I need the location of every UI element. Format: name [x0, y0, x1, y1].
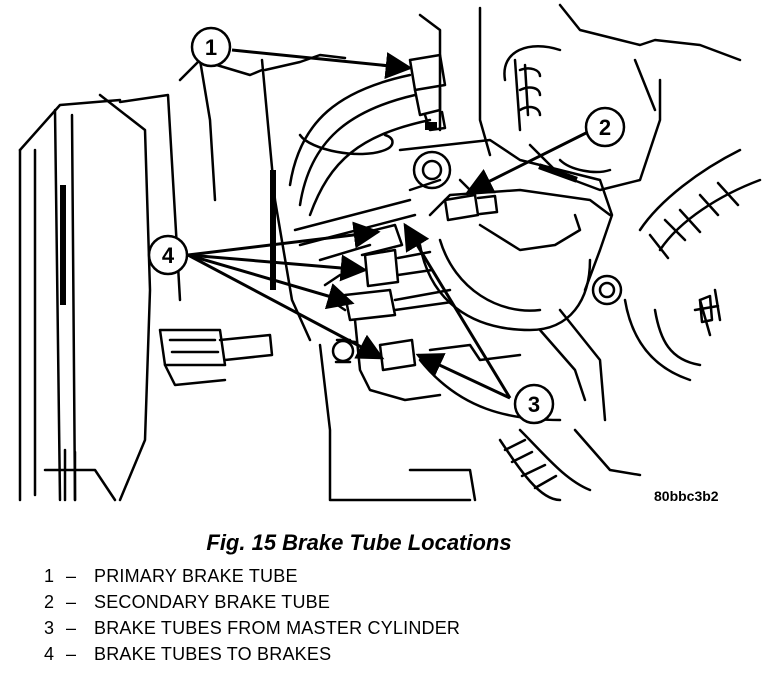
callout-1-number: 1	[205, 35, 217, 60]
legend-item: 3–BRAKE TUBES FROM MASTER CYLINDER	[44, 618, 460, 644]
legend-item: 1–PRIMARY BRAKE TUBE	[44, 566, 460, 592]
callout-3: 3	[513, 383, 555, 425]
legend: 1–PRIMARY BRAKE TUBE 2–SECONDARY BRAKE T…	[44, 566, 460, 670]
figure-title: Fig. 15 Brake Tube Locations	[206, 530, 512, 555]
legend-text: PRIMARY BRAKE TUBE	[94, 566, 298, 586]
legend-dash: –	[66, 644, 77, 664]
legend-number: 1	[44, 566, 55, 586]
callout-1: 1	[190, 26, 232, 68]
image-code: 80bbc3b2	[654, 488, 719, 504]
callout-2: 2	[584, 106, 626, 148]
legend-text: SECONDARY BRAKE TUBE	[94, 592, 331, 612]
legend-dash: –	[66, 592, 77, 612]
legend-number: 4	[44, 644, 55, 664]
legend-number: 3	[44, 618, 55, 638]
figure-caption: Fig. 15 Brake Tube Locations	[0, 530, 768, 556]
brake-tube-illustration: 1 2 3 4	[18, 3, 762, 502]
callout-3-number: 3	[528, 392, 540, 417]
legend-item: 4–BRAKE TUBES TO BRAKES	[44, 644, 460, 670]
legend-item: 2–SECONDARY BRAKE TUBE	[44, 592, 460, 618]
legend-dash: –	[66, 618, 77, 638]
legend-text: BRAKE TUBES FROM MASTER CYLINDER	[94, 618, 461, 638]
legend-text: BRAKE TUBES TO BRAKES	[94, 644, 332, 664]
callout-4-number: 4	[162, 243, 175, 268]
legend-number: 2	[44, 592, 55, 612]
callout-2-number: 2	[599, 115, 611, 140]
callout-4: 4	[147, 234, 189, 276]
legend-dash: –	[66, 566, 77, 586]
